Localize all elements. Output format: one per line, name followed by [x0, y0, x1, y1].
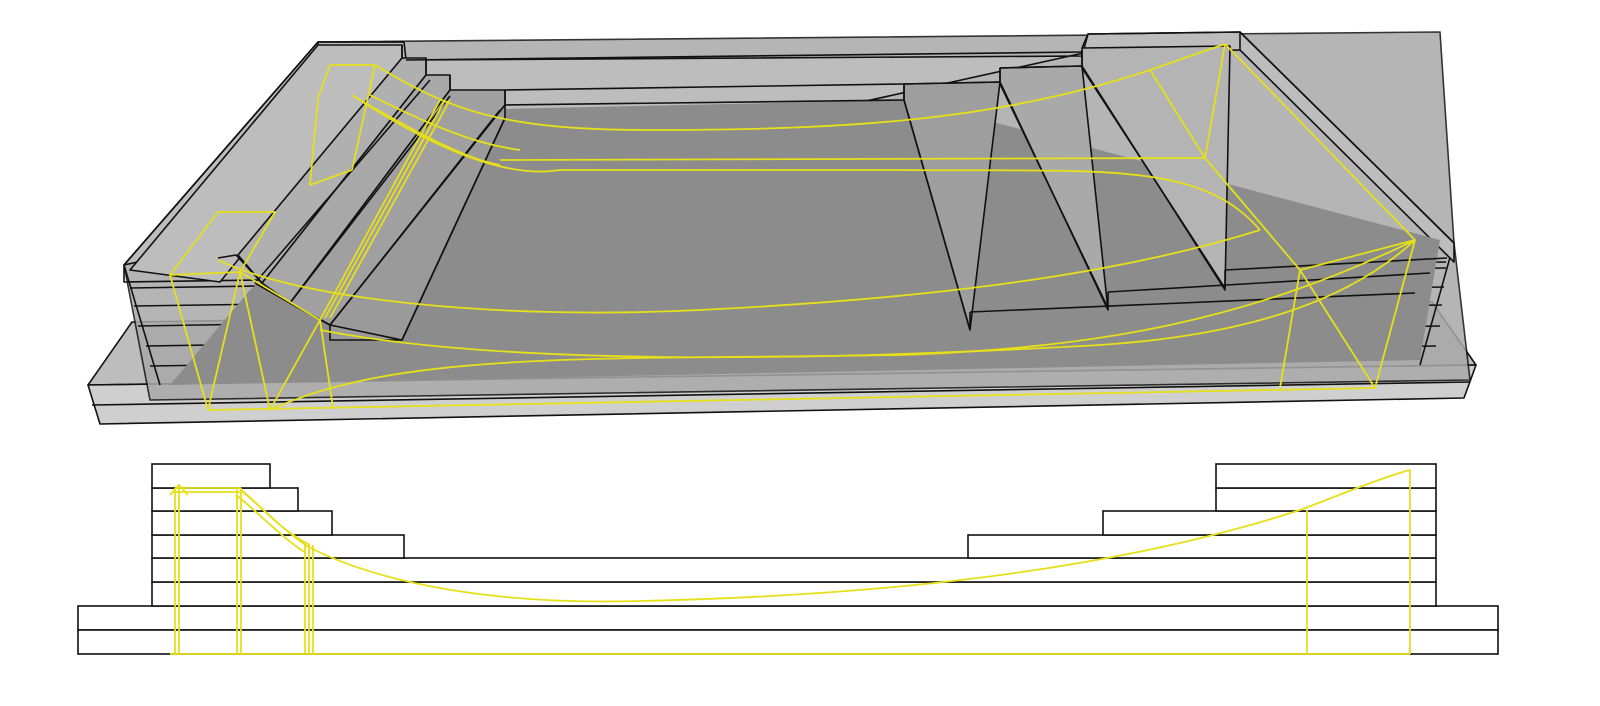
back-edges: [405, 51, 1083, 106]
axonometric-view: [87, 31, 1477, 425]
section-elevation: [77, 463, 1499, 655]
section-overlay: [169, 469, 1411, 655]
right-stair: [903, 33, 1448, 331]
wireframe-overlay: [169, 43, 1416, 411]
left-stair: [129, 44, 506, 341]
floor-plane: [170, 100, 1440, 385]
